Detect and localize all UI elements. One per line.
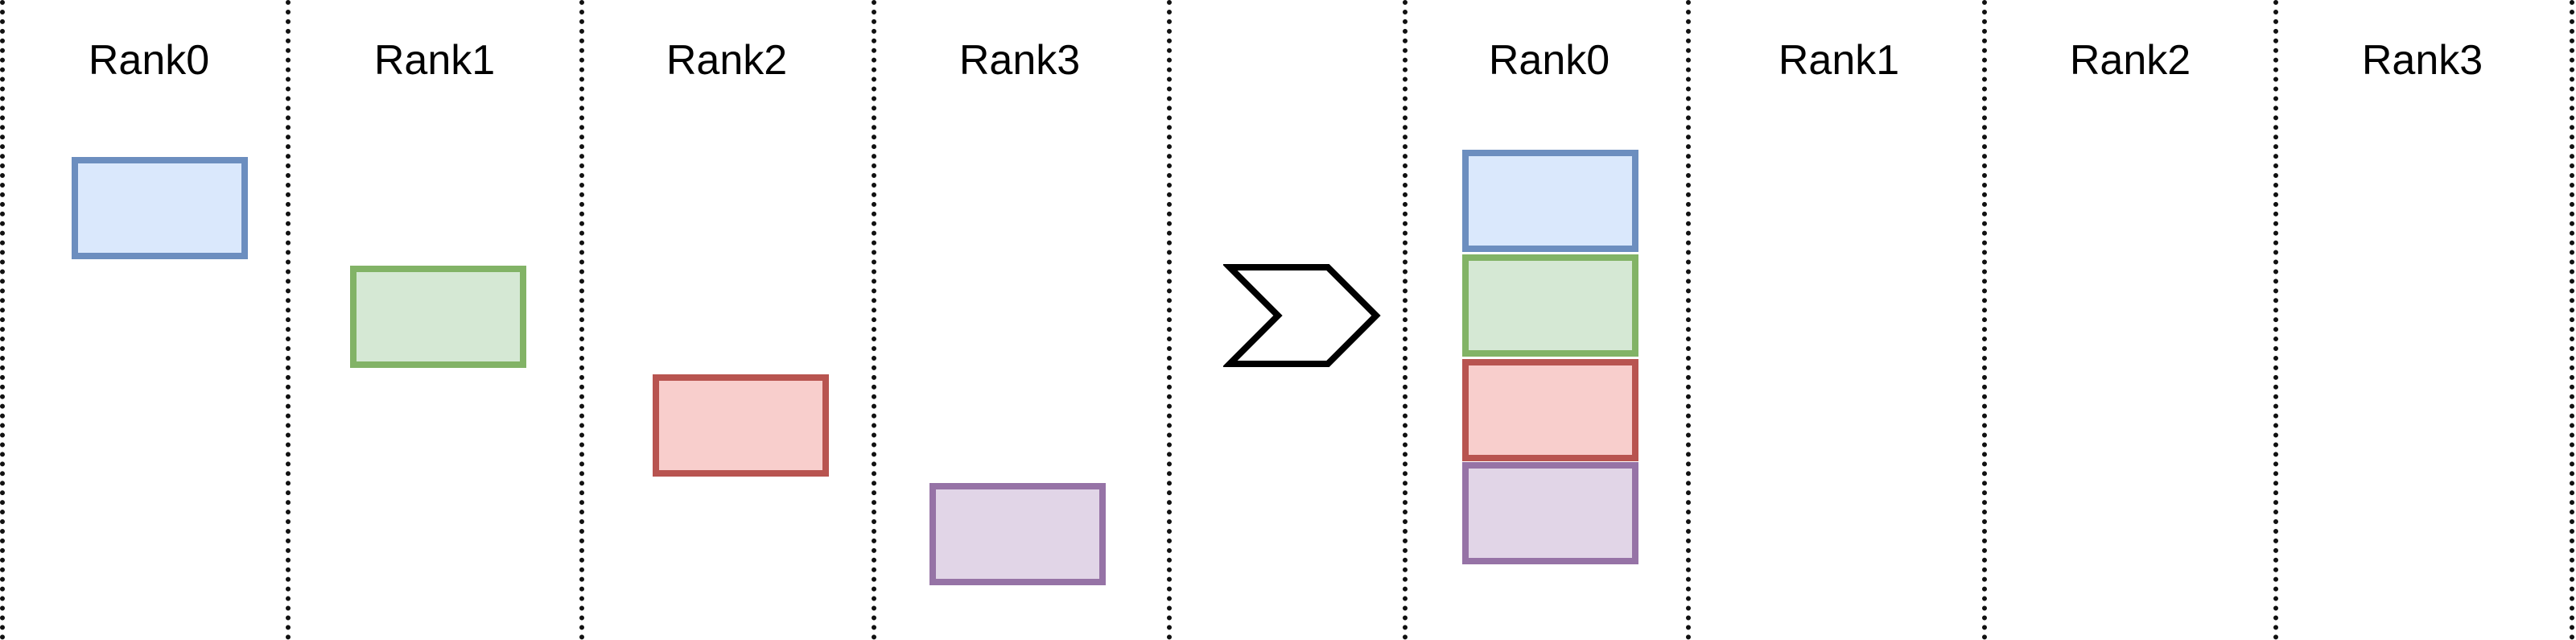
column-divider <box>872 0 876 640</box>
column-divider <box>1982 0 1987 640</box>
gathered-block-red <box>1462 359 1638 461</box>
rank-label-before-3: Rank3 <box>958 37 1081 84</box>
rank-label-after-1: Rank1 <box>1778 37 1900 84</box>
column-divider <box>2273 0 2278 640</box>
rank-label-after-3: Rank3 <box>2361 37 2483 84</box>
gathered-block-purple <box>1462 462 1638 564</box>
rank-label-after-2: Rank2 <box>2069 37 2191 84</box>
rank-label-after-0: Rank0 <box>1488 37 1610 84</box>
column-divider <box>1167 0 1172 640</box>
chevron-right-icon <box>1223 264 1381 367</box>
gathered-block-green <box>1462 254 1638 357</box>
column-divider <box>0 0 5 640</box>
rank-label-before-0: Rank0 <box>88 37 210 84</box>
rank-label-before-1: Rank1 <box>373 37 496 84</box>
gathered-block-blue <box>1462 150 1638 252</box>
rank-label-before-2: Rank2 <box>666 37 788 84</box>
column-divider <box>579 0 584 640</box>
column-divider <box>286 0 291 640</box>
data-block-green <box>350 266 526 368</box>
column-divider <box>1403 0 1408 640</box>
column-divider <box>1686 0 1691 640</box>
data-block-purple <box>929 483 1106 585</box>
column-divider <box>2570 0 2574 640</box>
data-block-blue <box>72 157 248 259</box>
data-block-red <box>653 374 829 477</box>
